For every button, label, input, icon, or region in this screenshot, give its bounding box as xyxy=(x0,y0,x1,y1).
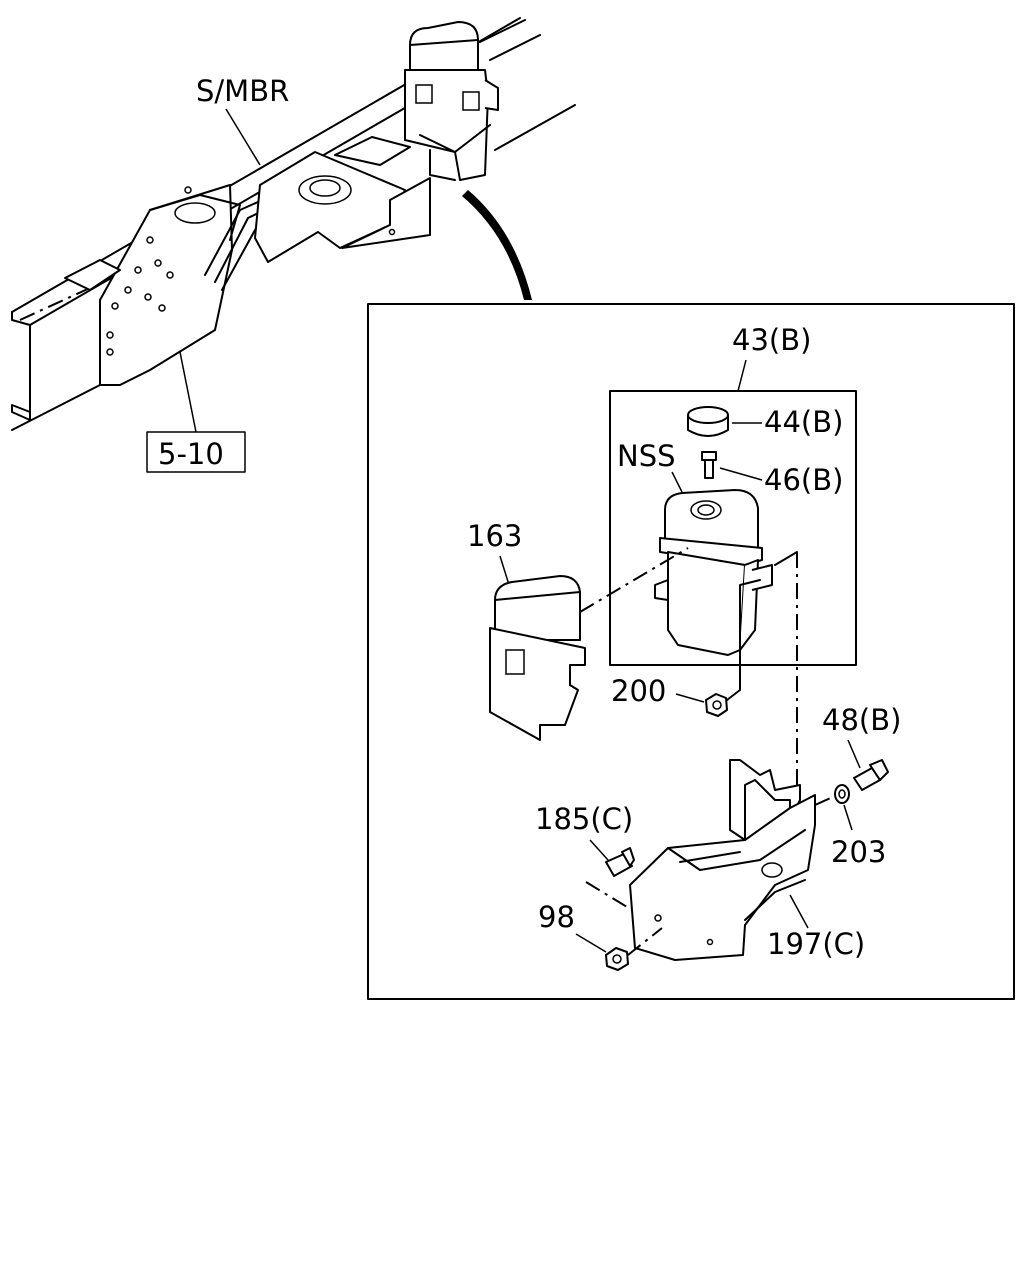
guide-line-tank-bracket xyxy=(726,579,761,701)
detail-view: 43(B) 44(B) NSS 46(B) xyxy=(367,303,1015,1000)
detail-frame xyxy=(367,303,1015,1000)
label-200: 200 xyxy=(611,674,666,708)
label-46b: 46(B) xyxy=(764,463,843,497)
centerline-washer xyxy=(814,795,836,806)
leader-185c xyxy=(589,839,609,861)
nut-98 xyxy=(605,947,629,971)
frame-reservoir-tank xyxy=(404,21,499,181)
label-44b: 44(B) xyxy=(764,405,843,439)
bolt-48 xyxy=(853,759,889,791)
leader-197c xyxy=(789,894,809,929)
leader-200 xyxy=(675,693,705,703)
reservoir-tank xyxy=(654,489,773,656)
callout-arrow xyxy=(462,190,532,300)
label-98: 98 xyxy=(538,900,575,934)
leader-46b xyxy=(719,467,763,481)
leader-nss xyxy=(671,471,683,493)
leader-43b xyxy=(737,359,747,392)
frame-tank-bracket xyxy=(254,136,431,263)
ref-box xyxy=(146,431,246,473)
bolt-185 xyxy=(605,847,635,877)
centerline-nut-98 xyxy=(627,927,663,956)
screw-46 xyxy=(701,451,717,479)
label-163: 163 xyxy=(467,519,522,553)
label-48b: 48(B) xyxy=(822,703,901,737)
smbr-leader xyxy=(225,108,261,166)
washer-203 xyxy=(834,784,850,804)
frame-overview: S/MBR 5-10 xyxy=(11,17,576,473)
label-nss: NSS xyxy=(617,439,676,473)
leader-203 xyxy=(843,804,853,831)
centerline-bolt-185 xyxy=(585,881,633,911)
cross-member-bracket xyxy=(64,184,241,386)
label-43b: 43(B) xyxy=(732,323,811,357)
smbr-label: S/MBR xyxy=(196,74,289,108)
leader-48b xyxy=(847,739,861,769)
ref-box-label: 5-10 xyxy=(158,437,224,471)
cap-44 xyxy=(687,406,729,437)
centerline-cover-tank xyxy=(579,547,689,613)
label-203: 203 xyxy=(831,835,886,869)
ref-leader xyxy=(179,351,197,433)
tank-cover-163 xyxy=(489,575,586,741)
nut-200 xyxy=(705,693,728,717)
leader-98 xyxy=(575,933,607,953)
label-185c: 185(C) xyxy=(535,802,633,836)
guide-line-upper xyxy=(774,551,798,566)
lower-bracket-197 xyxy=(629,759,816,961)
kit-43-box xyxy=(609,390,857,666)
label-197c: 197(C) xyxy=(767,927,865,961)
